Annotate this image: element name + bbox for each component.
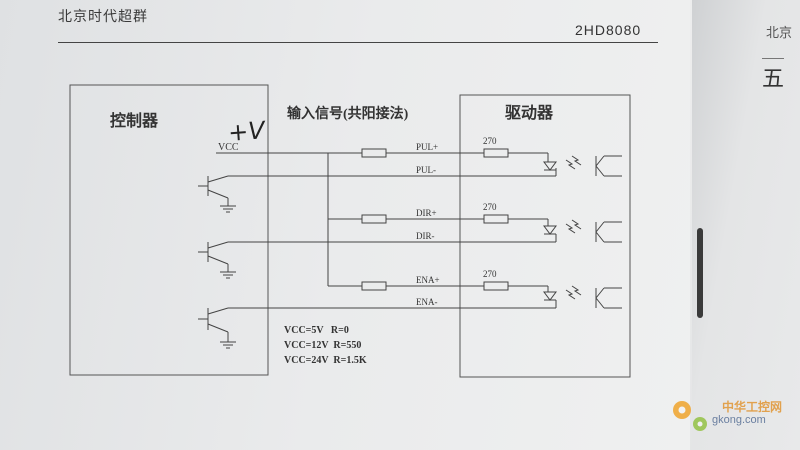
transistor-2-icon bbox=[198, 241, 236, 279]
driver-box bbox=[459, 94, 631, 378]
watermark-en: gkong.com bbox=[712, 414, 766, 426]
transistor-3-icon bbox=[198, 307, 236, 349]
header-company: 北京时代超群 bbox=[58, 9, 148, 25]
header-rule bbox=[58, 42, 658, 43]
resistor-270 bbox=[483, 214, 509, 224]
phototransistor-icon bbox=[595, 155, 622, 177]
optocoupler-led-icon bbox=[543, 161, 557, 171]
header-model: 2HD8080 bbox=[575, 22, 642, 38]
channel-dir: DIR+ 270 DIR- bbox=[228, 202, 622, 243]
resistor-270 bbox=[483, 148, 509, 158]
phototransistor-icon bbox=[595, 221, 622, 243]
light-arrows-icon bbox=[565, 285, 582, 300]
signal-minus-label: DIR- bbox=[416, 231, 435, 241]
vcc-label: VCC bbox=[218, 142, 239, 153]
light-arrows-icon bbox=[565, 219, 582, 234]
controller-box bbox=[69, 84, 269, 376]
signal-plus-label: DIR+ bbox=[416, 208, 437, 218]
watermark-gear-icon bbox=[673, 401, 707, 431]
adjacent-page bbox=[692, 0, 800, 450]
watermark-cn: 中华工控网 bbox=[722, 400, 783, 414]
adjacent-page-heading: 五 bbox=[762, 58, 785, 93]
controller-label: 控制器 bbox=[110, 111, 159, 130]
optocoupler-led-icon bbox=[543, 225, 557, 235]
channel-ena: ENA+ 270 ENA- bbox=[228, 269, 622, 309]
adjacent-page-header: 北京 bbox=[766, 26, 793, 41]
resistor-270 bbox=[483, 281, 509, 291]
optocoupler-led-icon bbox=[543, 291, 557, 301]
phototransistor-icon bbox=[595, 287, 622, 309]
resistor-r bbox=[361, 148, 387, 158]
note-vcc-12v: VCC=12V R=550 bbox=[284, 340, 361, 351]
transistor-1-icon bbox=[198, 175, 236, 213]
resistor-r bbox=[361, 214, 387, 224]
note-vcc-24v: VCC=24V R=1.5K bbox=[284, 355, 367, 366]
resistor-value-label: 270 bbox=[483, 269, 497, 279]
signal-plus-label: ENA+ bbox=[416, 275, 440, 285]
handwritten-note: +V bbox=[227, 116, 267, 147]
driver-label: 驱动器 bbox=[505, 104, 554, 122]
resistor-r bbox=[361, 281, 387, 291]
signal-plus-label: PUL+ bbox=[416, 142, 438, 152]
note-vcc-5v: VCC=5V R=0 bbox=[284, 325, 349, 336]
channel-pul: PUL+ 270 PUL- bbox=[228, 136, 622, 177]
resistor-value-label: 270 bbox=[483, 136, 497, 146]
signal-minus-label: ENA- bbox=[416, 297, 438, 307]
signal-title: 输入信号(共阳接法) bbox=[287, 105, 409, 122]
signal-minus-label: PUL- bbox=[416, 165, 436, 175]
light-arrows-icon bbox=[565, 155, 582, 170]
resistor-value-label: 270 bbox=[483, 202, 497, 212]
binding-clip-top bbox=[697, 228, 703, 318]
